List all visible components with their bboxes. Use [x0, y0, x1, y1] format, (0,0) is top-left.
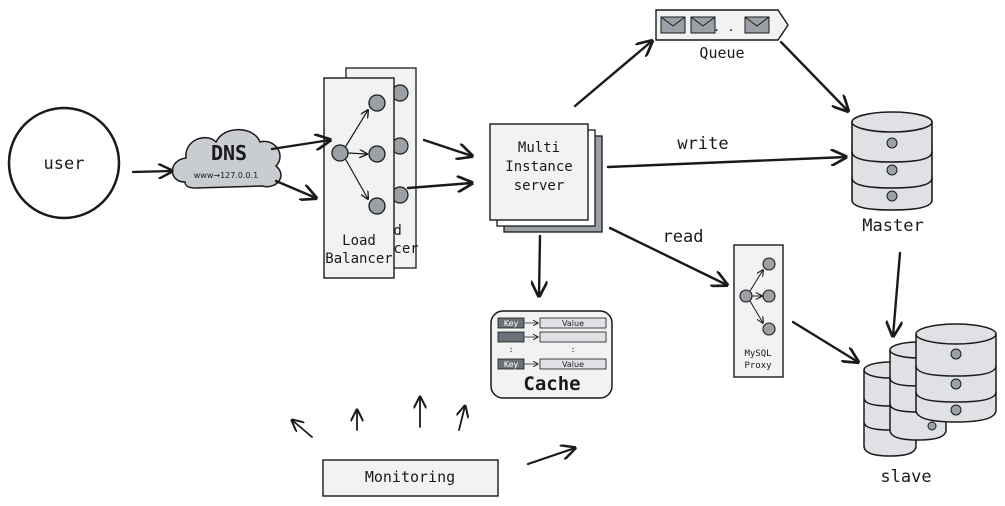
user-node: user: [7, 106, 121, 220]
slave-db-3: [915, 323, 997, 423]
svg-text::: :: [509, 345, 514, 354]
cache-label: Cache: [523, 373, 580, 395]
lb-source-node: [331, 144, 349, 162]
edge-queue-master: [779, 40, 848, 111]
message-icon: [744, 16, 770, 34]
cache-row-2: [497, 331, 607, 343]
cache-row-3: Key Value: [497, 358, 607, 370]
svg-text::: :: [571, 345, 576, 354]
edge-dns-lb-1: [270, 140, 330, 149]
edge-monitoring-1: [292, 420, 313, 438]
edge-server-master-write: [606, 157, 846, 169]
lb-target-node-2: [368, 145, 386, 163]
svg-text:Key: Key: [504, 360, 519, 369]
edge-dns-lb-2: [274, 179, 316, 198]
edge-proxy-slave: [791, 320, 858, 362]
edge-lb-server-1: [422, 138, 472, 156]
edge-lb-server-2: [406, 183, 472, 188]
cache-node: Key Value : : Key Value Cache: [490, 310, 613, 399]
edges: write read: [131, 40, 900, 466]
queue-node: . . . Queue: [655, 9, 789, 62]
edge-monitoring-5: [526, 448, 575, 466]
dns-label: DNS: [211, 141, 247, 165]
edge-server-cache: [539, 234, 540, 296]
lb-target-node-3: [368, 197, 386, 215]
slave-db-node: slave: [863, 323, 997, 487]
monitoring-label: Monitoring: [365, 468, 455, 486]
svg-text:Key: Key: [504, 319, 519, 328]
user-label: user: [44, 154, 85, 174]
master-label: Master: [862, 216, 923, 236]
dns-cloud-icon: [171, 128, 282, 189]
cache-row-1: Key Value: [497, 317, 607, 329]
svg-text:Value: Value: [562, 360, 584, 369]
message-icon: [690, 16, 716, 34]
message-icon: [660, 16, 686, 34]
lb-target-node-1: [368, 94, 386, 112]
edge-user-dns: [131, 171, 172, 172]
dns-node: DNS www→127.0.0.1: [171, 128, 282, 189]
write-label: write: [677, 134, 728, 154]
master-db-node: Master: [851, 111, 933, 236]
read-label: read: [663, 227, 704, 247]
edge-monitoring-4: [459, 406, 465, 431]
dns-ip-label: www→127.0.0.1: [194, 171, 259, 180]
monitoring-node: Monitoring: [322, 459, 499, 497]
edge-server-queue: [573, 41, 652, 108]
slave-label: slave: [880, 467, 931, 487]
svg-text:. . .: . . .: [713, 20, 749, 34]
edge-server-proxy-read: [608, 226, 727, 285]
edge-master-slave: [893, 251, 900, 336]
queue-label: Queue: [699, 44, 744, 62]
svg-text:Value: Value: [562, 319, 584, 328]
